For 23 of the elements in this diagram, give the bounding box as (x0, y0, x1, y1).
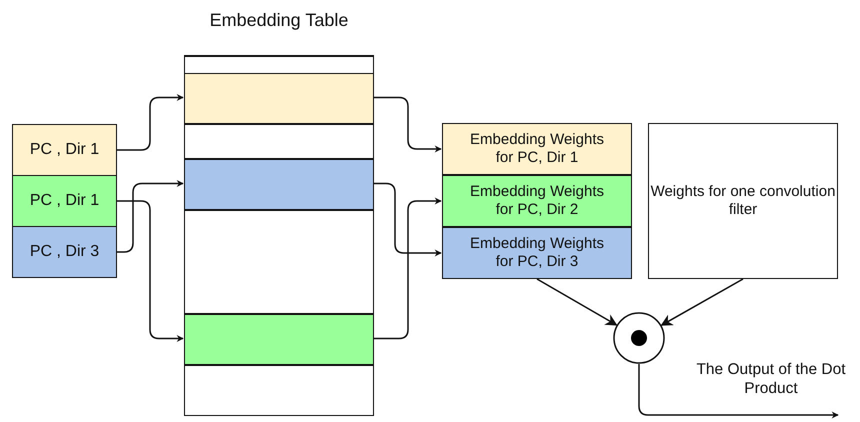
filter-box: Weights for one convolution filter (648, 123, 838, 279)
arrow (374, 198, 442, 340)
table-row (184, 365, 374, 416)
table-title: Embedding Table (208, 10, 350, 31)
arrow (638, 364, 839, 418)
arrow (117, 180, 184, 253)
arrow (117, 200, 184, 342)
table-row (184, 73, 374, 124)
table-row (184, 210, 374, 314)
arrow (660, 278, 744, 326)
weights-box: Embedding Weights for PC, Dir 3 (442, 227, 632, 279)
weights-box: Embedding Weights for PC, Dir 1 (442, 123, 632, 175)
table-row (184, 314, 374, 365)
arrow (117, 94, 184, 151)
weights-box: Embedding Weights for PC, Dir 2 (442, 175, 632, 227)
table-row (184, 124, 374, 159)
arrow (536, 278, 618, 326)
arrow (374, 96, 442, 152)
input-box: PC , Dir 1 (12, 124, 117, 176)
input-box: PC , Dir 3 (12, 226, 117, 278)
arrow (374, 182, 442, 256)
table-row (184, 159, 374, 210)
input-box: PC , Dir 1 (12, 175, 117, 227)
